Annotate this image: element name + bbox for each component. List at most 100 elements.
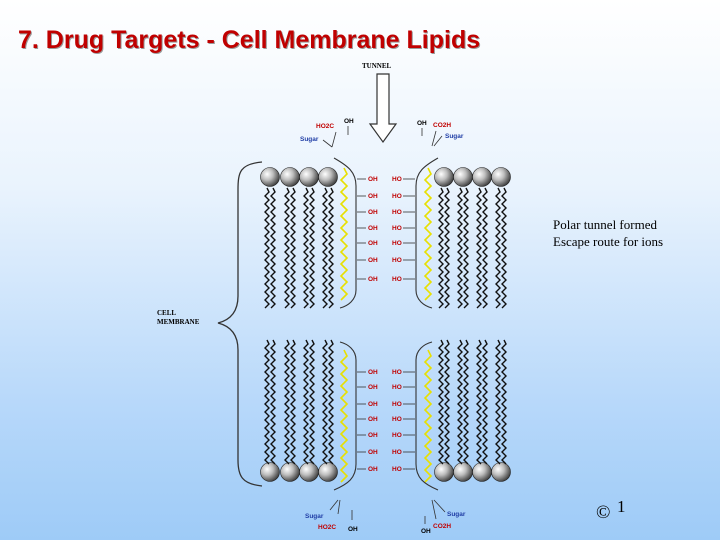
lipid-tail [264,339,270,465]
lipid-tail [290,187,296,309]
oh-label: OH [368,225,378,232]
ho-label: HO [392,416,402,423]
ho-label: HO [392,193,402,200]
lipid-tail [303,187,309,309]
lipid-tail [501,339,507,465]
polar-channel-outline [333,157,439,491]
membrane-brace [217,161,263,487]
svg-text:HO2C: HO2C [318,524,336,531]
oh-label: OH [368,176,378,183]
lipid-tail [476,339,482,465]
lipid-tail [270,187,276,309]
svg-text:CO2H: CO2H [433,122,451,129]
yellow-chains [339,167,433,483]
ho-label: HO [392,449,402,456]
lipid-head [299,167,319,187]
channel-wall [415,157,439,309]
ho-label: HO [392,176,402,183]
hydroxyl-labels: OH HO OH HO OH HO OH HO OH HO OH HO OH HO OH HO OH HO OH HO… [357,176,415,473]
lipid-tail [463,339,469,465]
ho-label: HO [392,240,402,247]
svg-text:Sugar: Sugar [447,511,466,518]
yellow-chain [423,167,433,301]
lipid-tail [444,339,450,465]
svg-text:Sugar: Sugar [445,133,464,140]
svg-text:Sugar: Sugar [305,513,324,520]
lipid-tail [495,187,501,309]
tunnel-arrow [368,73,398,144]
ho-label: HO [392,369,402,376]
lipid-tail [322,339,328,465]
caption: Polar tunnel formed Escape route for ion… [553,216,663,250]
lipid-tail [303,339,309,465]
ho-label: HO [392,276,402,283]
oh-label: OH [368,416,378,423]
lipid-tail [476,187,482,309]
oh-label: OH [368,384,378,391]
lipid-tail [322,187,328,309]
svg-text:HO2C: HO2C [316,123,334,130]
yellow-chain [423,349,433,483]
lipid-tail [284,339,290,465]
lipid-tail [463,187,469,309]
oh-label: OH [368,276,378,283]
lipid-head [491,167,511,187]
svg-text:OH: OH [348,526,358,533]
oh-label: OH [368,209,378,216]
ho-label: HO [392,466,402,473]
lipid-tail [270,339,276,465]
caption-line-2: Escape route for ions [553,234,664,249]
yellow-chain [339,167,349,301]
channel-wall [415,341,439,491]
oh-label: OH [368,401,378,408]
oh-label: OH [368,240,378,247]
lipid-tail [457,187,463,309]
lipid-tail [482,339,488,465]
oh-label: OH [368,369,378,376]
lipid-tail [328,339,334,465]
lipid-tail [482,187,488,309]
ho-label: HO [392,401,402,408]
lipid-tail [309,339,315,465]
lipid-tails [264,187,507,465]
lipid-tail [501,187,507,309]
svg-text:OH: OH [421,528,431,535]
lipid-tail [495,339,501,465]
bottom-left-sugar-group: Sugar HO2C OH [305,499,358,533]
copyright-mark: © [596,502,611,523]
ho-label: HO [392,384,402,391]
membrane-label: MEMBRANE [157,318,200,326]
top-right-sugar-group: OH CO2H Sugar [417,120,464,147]
lipid-head [472,167,492,187]
lipid-tail [457,339,463,465]
lipid-head [472,462,492,482]
lipid-heads-top [260,167,511,187]
channel-wall [333,157,357,309]
svg-text:OH: OH [417,120,427,127]
lipid-tail [438,187,444,309]
slide-title: 7. Drug Targets - Cell Membrane Lipids [18,26,481,54]
oh-label: OH [368,466,378,473]
tunnel-label: TUNNEL [362,62,392,70]
lipid-head [491,462,511,482]
lipid-tail [284,187,290,309]
lipid-head [318,462,338,482]
cell-label: CELL [157,309,176,317]
caption-line-1: Polar tunnel formed [553,217,657,232]
slide-number: 1 [617,497,626,516]
yellow-chain [339,349,349,483]
lipid-tail [290,339,296,465]
top-left-sugar-group: HO2C OH Sugar [300,118,354,148]
svg-text:OH: OH [344,118,354,125]
oh-label: OH [368,257,378,264]
ho-label: HO [392,432,402,439]
ho-label: HO [392,257,402,264]
lipid-head [260,462,280,482]
lipid-head [318,167,338,187]
lipid-tail [328,187,334,309]
lipid-heads-bottom [260,462,511,482]
oh-label: OH [368,449,378,456]
lipid-head [280,167,300,187]
lipid-head [299,462,319,482]
